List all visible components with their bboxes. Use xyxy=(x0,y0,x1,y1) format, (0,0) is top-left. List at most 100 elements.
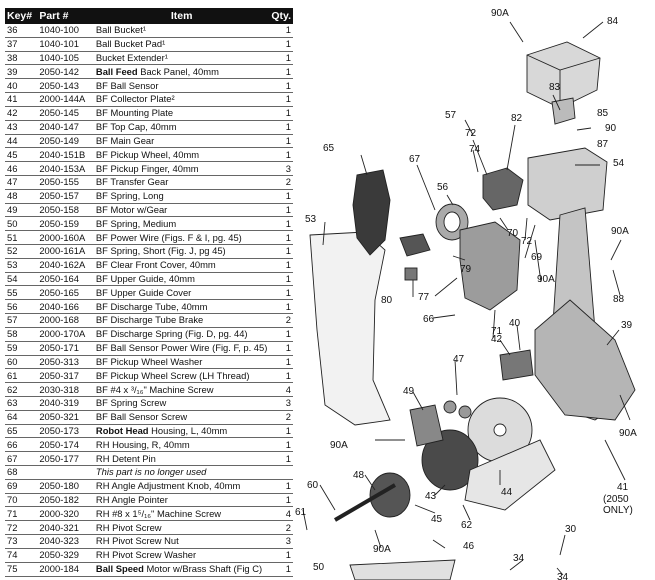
row-item-text: RH Housing, R, 40mm xyxy=(95,438,190,450)
row-part-number: 2050-329 xyxy=(37,548,94,563)
callout-label: 34 xyxy=(513,553,525,564)
callout-label: 47 xyxy=(453,354,465,365)
row-key: 63 xyxy=(5,396,38,411)
row-key: 66 xyxy=(5,437,38,453)
row-part-number: 2050-313 xyxy=(37,355,94,370)
callout-label: 88 xyxy=(613,294,625,305)
callout-label: 80 xyxy=(381,295,393,306)
header-qty: Qty. xyxy=(269,8,293,24)
row-item-bold: Ball Feed xyxy=(95,65,138,77)
row-qty: 1 xyxy=(269,120,293,135)
row-key: 49 xyxy=(5,203,38,218)
part-80 xyxy=(404,267,418,281)
row-item: RH Angle Pointer xyxy=(93,493,270,508)
row-part-number: 2040-147 xyxy=(37,120,94,135)
row-item: RH Pivot Screw xyxy=(93,520,270,536)
row-key: 60 xyxy=(5,355,38,370)
row-item: RH #8 x 1⁵/₁₆" Machine Screw xyxy=(93,506,270,522)
row-key: 48 xyxy=(5,189,38,204)
row-qty: 1 xyxy=(269,189,293,204)
row-qty: 1 xyxy=(269,493,293,508)
row-item: Ball Bucket Pad¹ xyxy=(93,37,270,52)
callout-label: 82 xyxy=(511,113,523,124)
callout-label: 34 xyxy=(557,572,569,580)
row-item-text: RH Angle Pointer xyxy=(95,494,168,506)
callout-label: 41 xyxy=(617,482,629,493)
row-part-number: 2000-160A xyxy=(37,230,94,245)
callout-label: 87 xyxy=(597,139,609,150)
row-key: 74 xyxy=(5,548,38,563)
callout-label: 48 xyxy=(353,470,365,481)
row-qty: 1 xyxy=(269,285,293,301)
callout-label: 42 xyxy=(491,334,503,345)
row-part-number: 2040-323 xyxy=(37,534,94,549)
row-key: 73 xyxy=(5,534,38,549)
row-item: BF Transfer Gear xyxy=(93,175,270,190)
row-item-text: RH Angle Adjustment Knob, 40mm xyxy=(95,480,241,492)
row-key: 54 xyxy=(5,272,38,287)
row-part-number: 2050-171 xyxy=(37,341,94,356)
row-part-number: 1040-105 xyxy=(37,51,94,66)
row-item-text: BF Pickup Wheel Washer xyxy=(95,355,203,367)
row-part-number: 2040-319 xyxy=(37,396,94,411)
header-key: Key# xyxy=(5,8,38,24)
row-part-number: 2030-318 xyxy=(37,382,94,397)
row-part-number: 2040-153A xyxy=(37,161,94,176)
callout-label: 90A xyxy=(491,8,509,19)
callout-label: 67 xyxy=(409,154,421,165)
callout-label: 77 xyxy=(418,292,430,303)
part-54-upper-guide xyxy=(527,147,608,221)
callout-label: 50 xyxy=(313,562,325,573)
row-item: BF Spring, Medium xyxy=(93,216,270,232)
part-56-bore xyxy=(443,211,461,233)
row-part-number: 2050-165 xyxy=(37,285,94,301)
row-item: BF Spring Screw xyxy=(93,396,270,411)
row-item: BF Clear Front Cover, 40mm xyxy=(93,258,270,273)
row-item: BF Collector Plate² xyxy=(93,92,270,107)
row-key: 44 xyxy=(5,134,38,149)
callout-label: 43 xyxy=(425,491,437,502)
row-item: BF Pickup Wheel Washer xyxy=(93,355,270,370)
row-item-text: RH #8 x 1⁵/₁₆" Machine Screw xyxy=(95,507,222,519)
row-qty: 2 xyxy=(269,313,293,328)
callout-label: 39 xyxy=(621,320,633,331)
row-part-number: 2050-177 xyxy=(37,451,94,466)
row-item-text: BF Pickup Finger, 40mm xyxy=(95,162,199,174)
row-item: RH Angle Adjustment Knob, 40mm xyxy=(93,479,270,494)
callout-label: 90 xyxy=(605,123,617,134)
row-qty: 1 xyxy=(269,424,293,439)
row-item-text: This part is no longer used xyxy=(95,466,207,478)
part-44-hub xyxy=(493,423,507,437)
row-part-number: 1040-100 xyxy=(37,24,94,38)
row-qty: 1 xyxy=(269,258,293,273)
row-item: Robot Head Housing, L, 40mm xyxy=(93,424,270,439)
row-item-text: RH Detent Pin xyxy=(95,452,156,464)
callout-label: 84 xyxy=(607,16,619,27)
row-key: 71 xyxy=(5,506,38,522)
row-item: This part is no longer used xyxy=(93,465,270,480)
row-qty: 2 xyxy=(269,175,293,190)
row-item-text: BF Pickup Wheel, 40mm xyxy=(95,148,200,160)
row-item: Bucket Extender¹ xyxy=(93,51,270,66)
row-item-text: BF Pickup Wheel Screw (LH Thread) xyxy=(95,369,250,381)
row-item: BF Mounting Plate xyxy=(93,106,270,121)
part-43-top-cap xyxy=(421,429,479,491)
callout-label: 49 xyxy=(403,386,415,397)
row-item: BF Discharge Spring (Fig. D, pg. 44) xyxy=(93,327,270,342)
row-qty: 1 xyxy=(269,51,293,66)
